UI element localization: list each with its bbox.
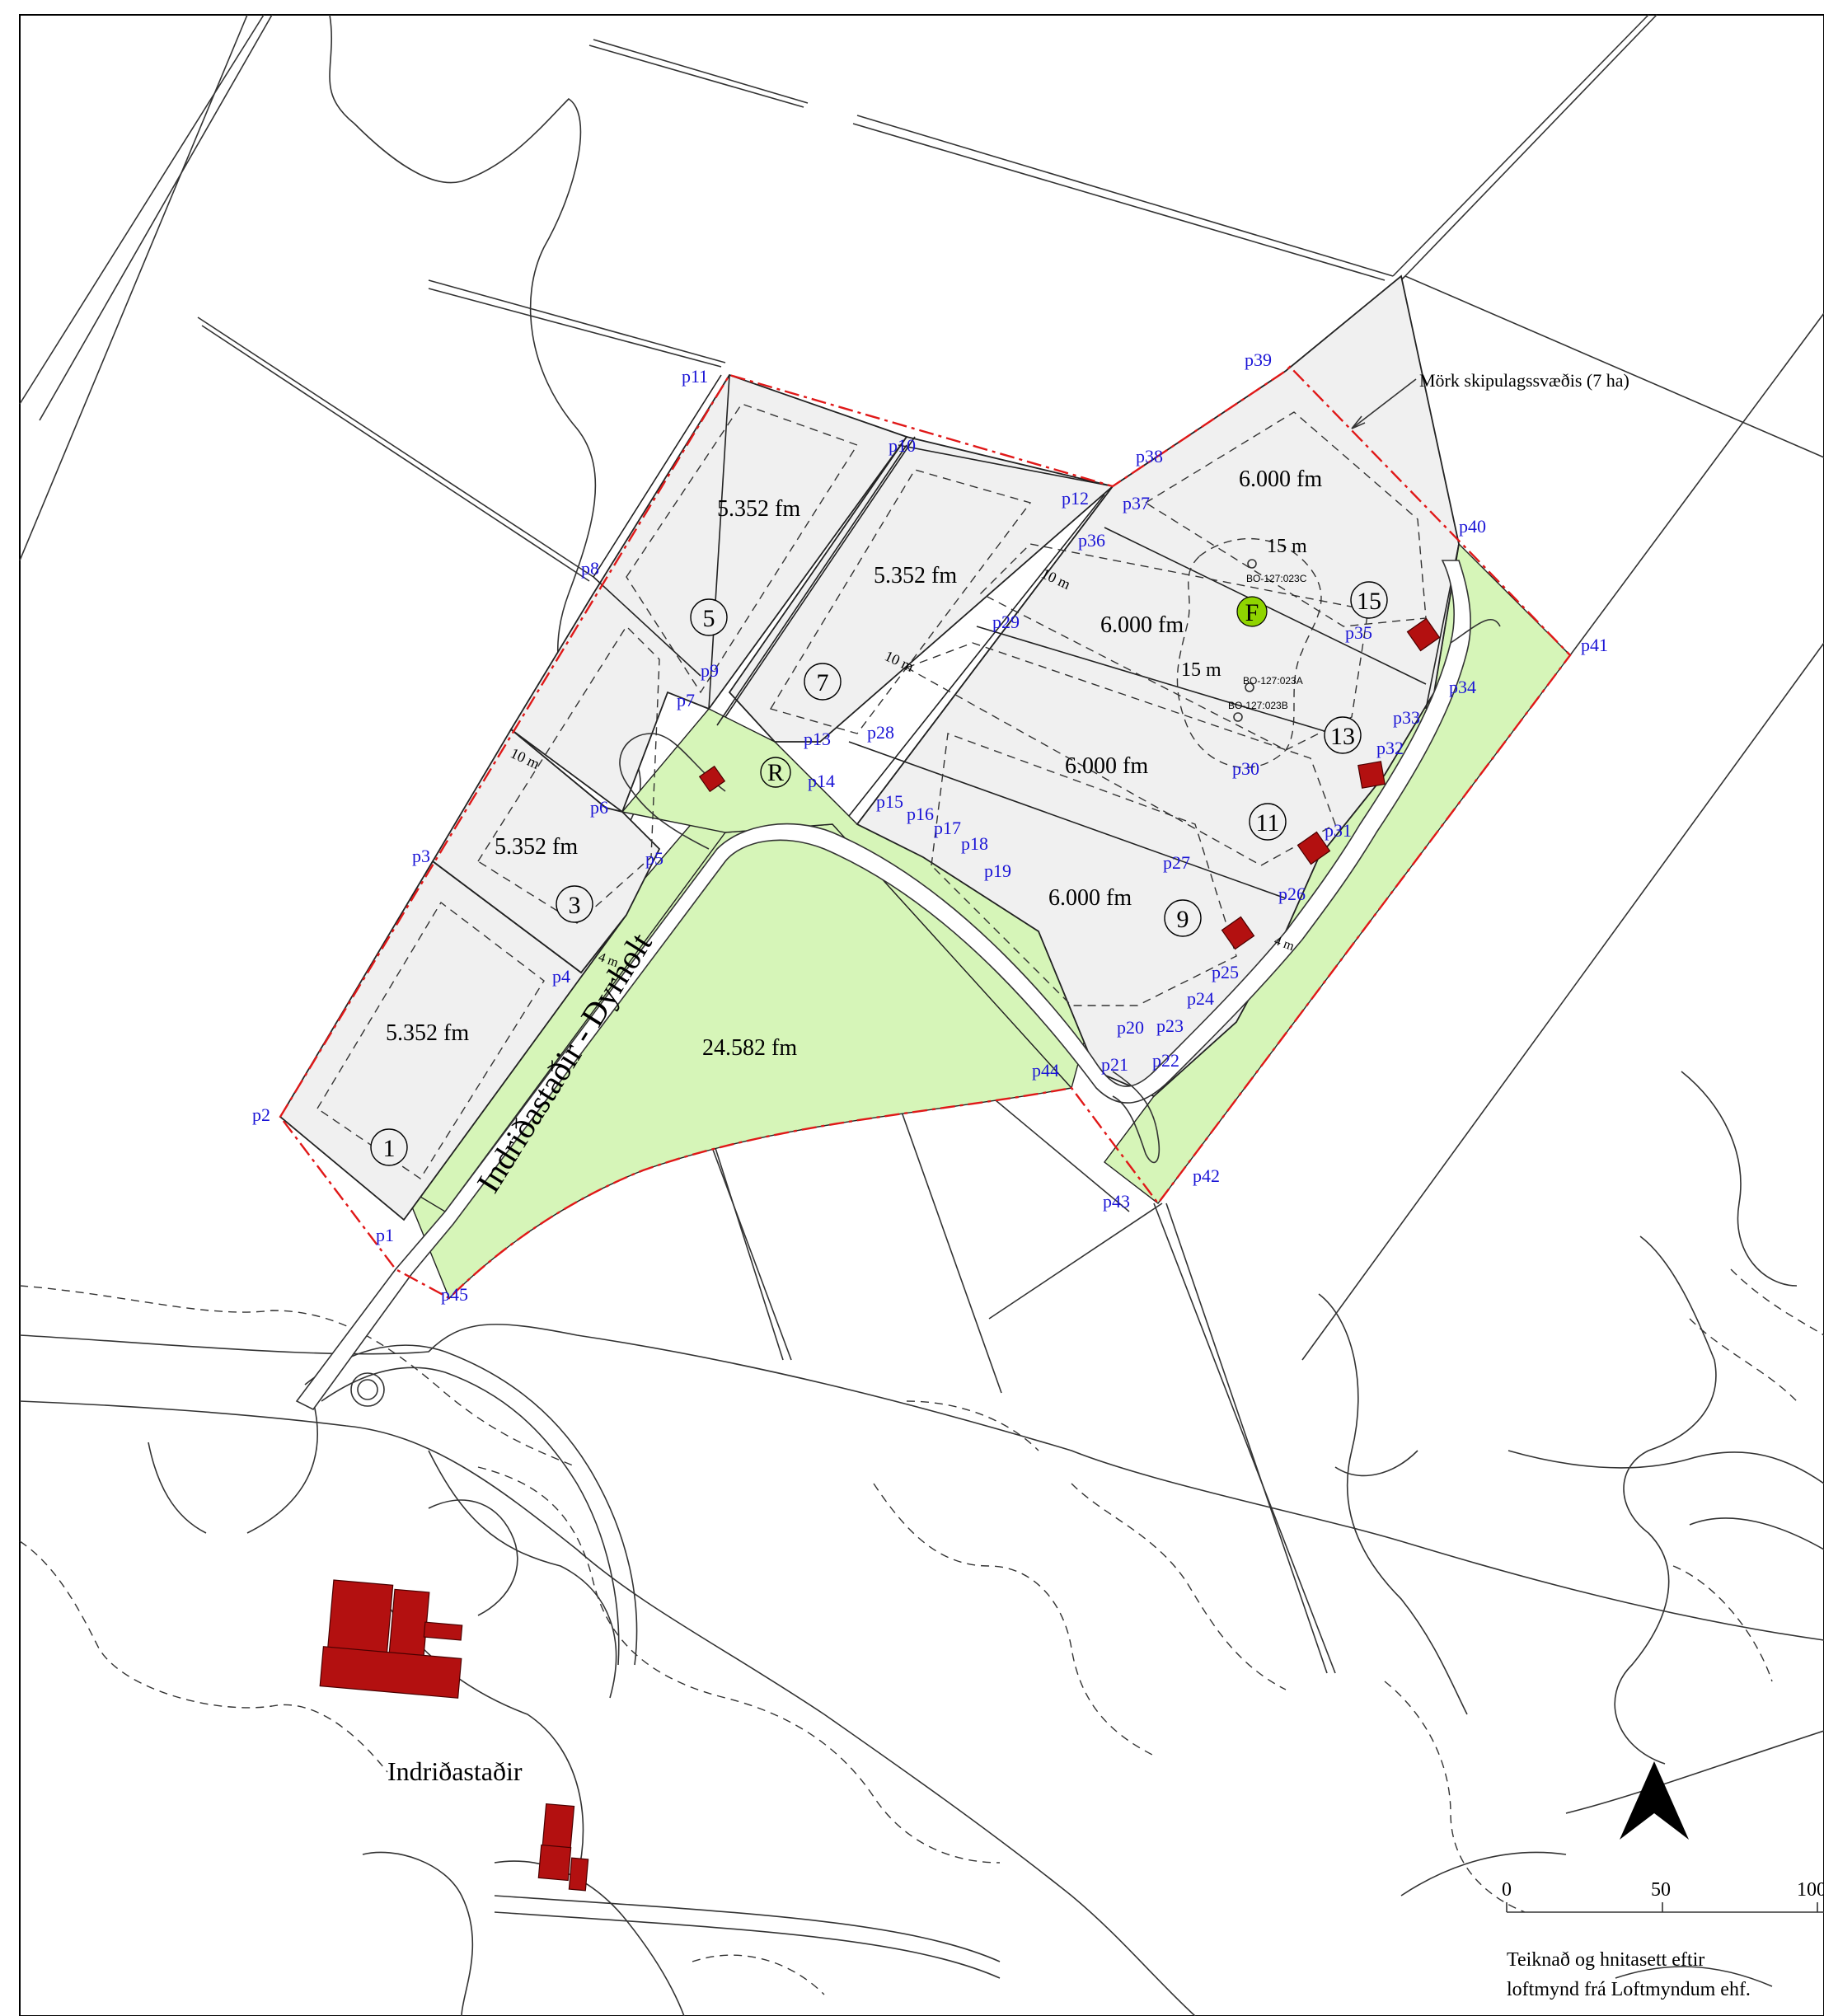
point-label: p41 <box>1581 635 1608 655</box>
point-label: p22 <box>1152 1050 1179 1071</box>
point-label: p37 <box>1123 493 1150 513</box>
lot-1-number: 1 <box>383 1135 396 1162</box>
point-label: p9 <box>701 660 719 681</box>
point-label: p21 <box>1101 1054 1128 1075</box>
point-label: p6 <box>590 797 608 818</box>
point-label: p17 <box>934 818 961 838</box>
scale-tick-0: 0 <box>1502 1879 1512 1901</box>
farm-label: Indriðastaðir <box>387 1756 523 1786</box>
point-label: p23 <box>1156 1015 1184 1036</box>
point-label: p19 <box>984 860 1011 881</box>
fire-hydrant-icon <box>1236 596 1268 627</box>
point-label: p33 <box>1393 707 1420 728</box>
planning-boundary <box>279 365 1572 1300</box>
borehole-zones <box>1176 538 1322 768</box>
map-frame <box>19 14 1824 2016</box>
lot-7-number: 7 <box>817 669 829 696</box>
recycling-point-icon <box>760 757 791 788</box>
lot-3-number: 3 <box>569 892 581 919</box>
point-label: p34 <box>1449 677 1476 697</box>
lot-5-shape <box>509 373 908 813</box>
point-label: p2 <box>252 1104 270 1125</box>
open-area-size: 24.582 fm <box>702 1035 797 1061</box>
point-label: p27 <box>1163 852 1190 873</box>
point-label: p1 <box>376 1225 394 1245</box>
point-label: p4 <box>552 966 570 987</box>
point-label: p40 <box>1459 516 1486 537</box>
point-label: p7 <box>677 690 695 710</box>
point-label: p11 <box>682 366 708 387</box>
scale-tick-100: 100 <box>1797 1879 1824 1901</box>
borehole-b: BO-127:023B <box>1228 700 1288 711</box>
point-label: p45 <box>441 1284 468 1305</box>
point-label: p10 <box>889 435 916 456</box>
access-road <box>295 560 1501 1411</box>
lot-11-number: 11 <box>1256 809 1280 837</box>
point-label: p44 <box>1032 1060 1059 1081</box>
point-label: p32 <box>1376 738 1404 758</box>
point-label: p31 <box>1325 820 1352 841</box>
point-label: p8 <box>581 558 599 579</box>
scale-tick-50: 50 <box>1651 1879 1671 1901</box>
point-label: p15 <box>876 791 903 812</box>
lot-15-number: 15 <box>1357 588 1381 615</box>
lot-9-area: 6.000 fm <box>1048 885 1132 911</box>
lot-numbers: 1 3 5 7 9 11 13 15 <box>370 581 1388 1166</box>
dim-15m-north: 15 m <box>1267 536 1307 557</box>
point-label: p18 <box>961 833 988 854</box>
lot-15-area: 6.000 fm <box>1239 466 1322 492</box>
fire-symbol-letter: F <box>1245 599 1259 626</box>
point-label: p3 <box>412 846 430 866</box>
point-label: p20 <box>1117 1017 1144 1038</box>
point-label: p16 <box>907 804 934 824</box>
lot-5-number: 5 <box>703 605 715 632</box>
lot-3-area: 5.352 fm <box>495 834 578 860</box>
point-label: p12 <box>1062 488 1089 509</box>
point-label: p30 <box>1232 758 1259 779</box>
lot-7-area: 5.352 fm <box>874 563 957 588</box>
lot-9-number: 9 <box>1177 906 1189 933</box>
boundary-legend: Mörk skipulagssvæðis (7 ha) <box>1351 370 1629 429</box>
lots <box>279 274 1460 1221</box>
lot-1-area: 5.352 fm <box>386 1020 469 1046</box>
point-label: p29 <box>992 612 1020 632</box>
point-label: p39 <box>1245 349 1272 370</box>
area-labels: 5.352 fm 5.352 fm 5.352 fm 5.352 fm 6.00… <box>386 466 1322 1061</box>
point-label: p24 <box>1187 988 1214 1009</box>
scale-bar: 0 50 100 <box>1502 1879 1824 1913</box>
point-label: p28 <box>867 722 894 743</box>
point-label: p5 <box>645 848 663 869</box>
point-label: p13 <box>804 729 831 749</box>
credit-line-1: Teiknað og hnitasett eftir <box>1507 1949 1704 1971</box>
credit-line-2: loftmynd frá Loftmyndum ehf. <box>1507 1979 1751 2000</box>
point-label: p25 <box>1212 962 1239 982</box>
point-label: p38 <box>1136 446 1163 466</box>
building-areas <box>317 403 1427 1179</box>
boundary-legend-text: Mörk skipulagssvæðis (7 ha) <box>1419 370 1629 391</box>
houses <box>698 617 1441 950</box>
recycling-symbol-letter: R <box>767 759 784 786</box>
point-label: p26 <box>1278 884 1306 904</box>
lot-13-area: 6.000 fm <box>1100 612 1184 638</box>
lot-5-area: 5.352 fm <box>717 496 800 522</box>
borehole-a: BO-127:023A <box>1243 675 1303 687</box>
lot-11-area: 6.000 fm <box>1065 753 1148 779</box>
point-label: p35 <box>1345 622 1372 643</box>
borehole-c: BO-127:023C <box>1246 573 1307 584</box>
farm-buildings <box>319 1579 589 1892</box>
point-label: p14 <box>808 771 835 791</box>
dim-15m-south: 15 m <box>1181 659 1221 681</box>
farm-roads <box>148 1344 638 1666</box>
lot-13-number: 13 <box>1330 723 1355 750</box>
point-label: p36 <box>1078 530 1105 551</box>
point-label: p43 <box>1103 1191 1130 1212</box>
north-arrow-icon <box>1620 1761 1689 1840</box>
point-label: p42 <box>1193 1165 1220 1186</box>
point-labels: p1 p2 p3 p4 p5 p6 p7 p8 p9 p10 p11 p12 p… <box>252 349 1608 1305</box>
